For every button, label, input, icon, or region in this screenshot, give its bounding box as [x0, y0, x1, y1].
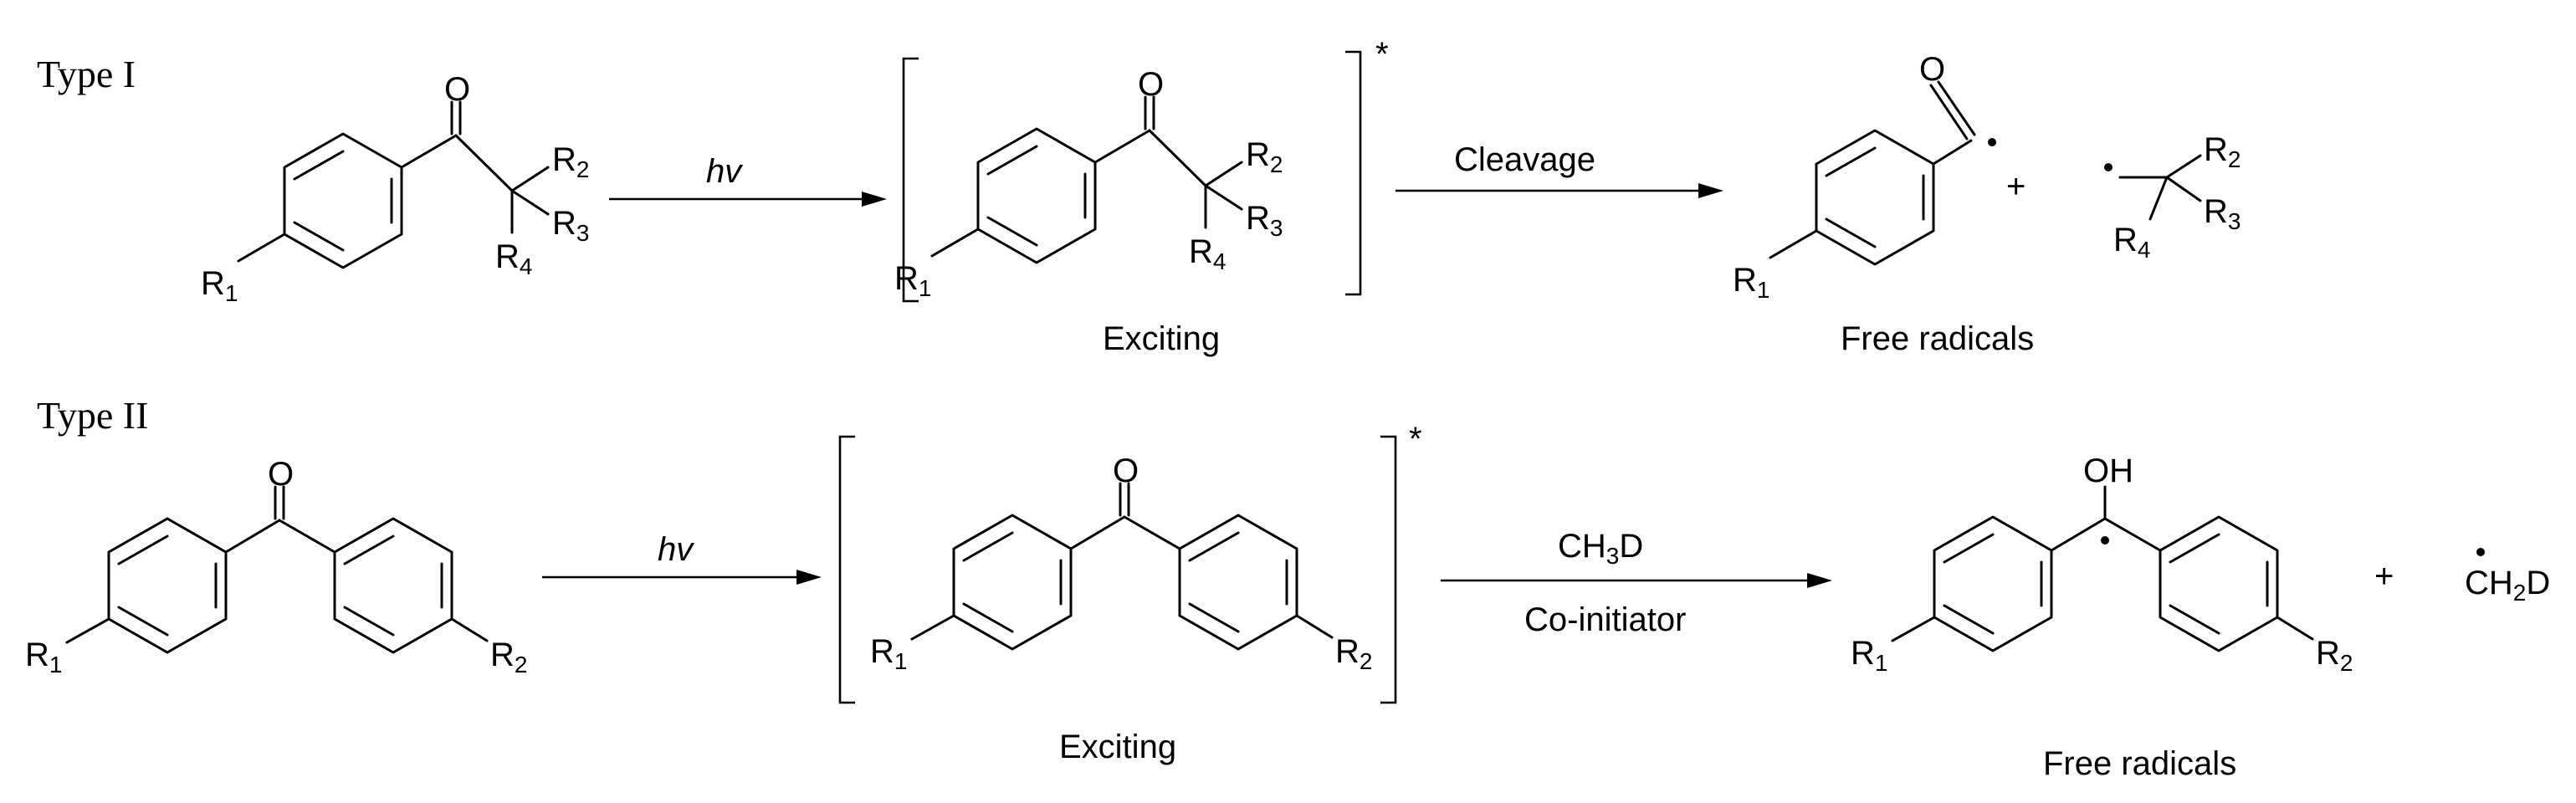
r1-label: R1	[894, 260, 931, 301]
hydroxyl-label: OH	[2083, 453, 2133, 489]
r2-label: R2	[490, 637, 527, 678]
excited-star-type2: *	[1409, 421, 1422, 458]
ketyl-radical: OH R1 R2	[1851, 453, 2353, 676]
type-i-label: Type I	[37, 53, 136, 95]
benzene-ring	[1815, 129, 1935, 266]
left-bracket-type2	[838, 435, 855, 704]
left-bracket-type1	[902, 57, 919, 303]
r2-label: R2	[1335, 633, 1372, 674]
left-benzene-ring	[107, 517, 228, 654]
arrowhead	[862, 192, 887, 207]
type2-reactant-benzophenone: O R1 R2	[25, 456, 527, 678]
cleavage-label: Cleavage	[1454, 141, 1595, 178]
co-initiator-label: Co-initiator	[1524, 601, 1686, 638]
benzene-ring	[976, 127, 1097, 264]
r1-label: R1	[201, 265, 238, 306]
hv-label-type1: hv	[706, 153, 743, 190]
caption-exciting-type1: Exciting	[1103, 320, 1220, 357]
benzene-ring	[283, 132, 403, 269]
r3-label: R3	[1246, 200, 1283, 241]
r4-label: R4	[1189, 233, 1226, 274]
left-benzene-ring	[1933, 515, 2053, 652]
oxygen-label: O	[1113, 453, 1139, 489]
oxygen-label: O	[1138, 66, 1164, 103]
r3-label: R3	[2204, 193, 2241, 234]
r3-label: R3	[552, 205, 589, 246]
right-bracket-type1	[1345, 50, 1362, 296]
radical-dot	[1988, 138, 1996, 146]
caption-free-radicals-type1: Free radicals	[1841, 320, 2034, 357]
hv-label-type2: hv	[658, 531, 694, 568]
r2-label: R2	[552, 141, 589, 182]
caption-exciting-type2: Exciting	[1059, 729, 1176, 765]
r4-label: R4	[2113, 222, 2150, 263]
right-benzene-ring	[1178, 514, 1298, 651]
radical-dot	[2476, 548, 2485, 556]
right-bracket-type2	[1380, 435, 1397, 704]
r2-label: R2	[2316, 635, 2353, 676]
alkyl-radical: R2 R3 R4	[2104, 131, 2241, 263]
type-ii-label: Type II	[37, 394, 148, 437]
type1-reactant-ketone: O R1 R2 R3 R4	[201, 71, 589, 306]
arrowhead	[1698, 183, 1723, 198]
r1-label: R1	[25, 637, 62, 678]
r1-bond	[237, 233, 286, 263]
benzoyl-radical: O R1	[1733, 51, 1996, 303]
caption-free-radicals-type2: Free radicals	[2043, 745, 2236, 782]
carbonyl-carbon-bond	[400, 134, 458, 169]
arrowhead	[796, 570, 822, 585]
arrowhead	[1807, 573, 1832, 588]
plus-type2: +	[2374, 558, 2394, 595]
r1-label: R1	[1733, 262, 1769, 303]
oxygen-label: O	[444, 71, 470, 108]
r4-label: R4	[495, 238, 532, 279]
left-benzene-ring	[952, 514, 1073, 651]
type2-excited-state: O R1 R2	[870, 453, 1372, 674]
methyl-radical-ch2d: CH2D	[2465, 565, 2550, 606]
oxygen-label: O	[268, 456, 294, 493]
plus-type1: +	[2006, 168, 2025, 205]
right-benzene-ring	[2159, 515, 2279, 652]
right-benzene-ring	[333, 517, 453, 654]
radical-dot	[2101, 536, 2109, 545]
reagent-ch3d: CH3D	[1558, 528, 1643, 569]
r2-label: R2	[2204, 131, 2241, 172]
type1-excited-state: O R1 R2 R3 R4	[894, 66, 1283, 301]
excited-star-type1: *	[1375, 36, 1389, 73]
radical-dot	[2104, 163, 2113, 171]
r1-label: R1	[1851, 635, 1887, 676]
oxygen-label: O	[1919, 51, 1945, 88]
r2-label: R2	[1246, 136, 1283, 177]
r1-label: R1	[870, 633, 907, 674]
